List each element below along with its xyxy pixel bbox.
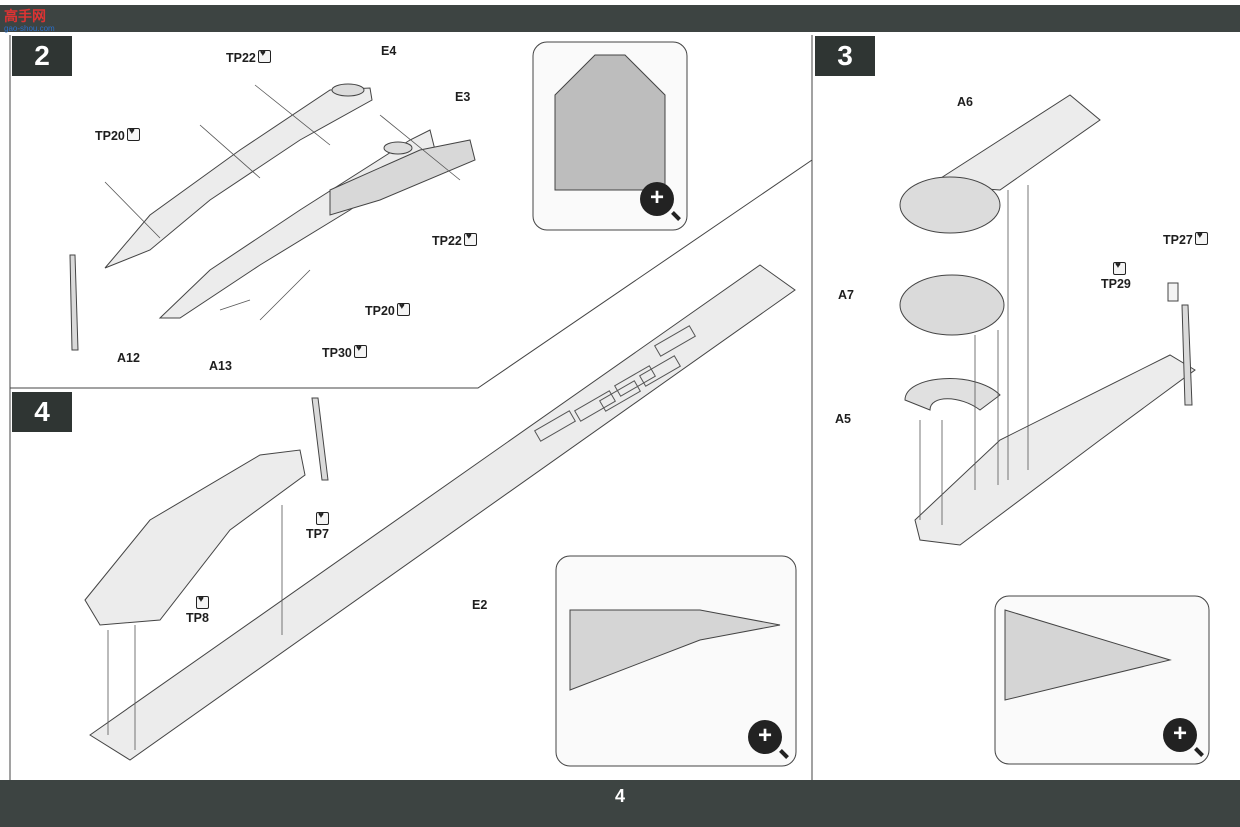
label-a6: A6 [957,95,973,109]
zoom4-part [569,609,781,691]
bottom-bar [0,780,1240,827]
step4-parts [84,264,796,761]
label-tp7: TP7 [306,510,329,541]
label-tp30: TP30 [322,343,367,360]
top-bar [0,5,1240,32]
zoom3-part [1004,609,1172,701]
label-a13: A13 [209,359,232,373]
label-tp29: TP29 [1101,260,1131,291]
label-e3: E3 [455,90,471,104]
label-a12: A12 [117,351,140,365]
decal-icon [463,231,477,246]
label-tp20-left: TP20 [95,126,140,143]
step3-guide-lines [919,185,1029,525]
label-a5: A5 [835,412,851,426]
label-tp22-top: TP22 [226,48,271,65]
decal-icon [196,594,209,609]
site-logo: 高手网 gao-shou.com [4,6,55,33]
decal-icon [1194,230,1208,245]
decal-icon [316,510,329,525]
step2-guide-lines [104,84,461,321]
decal-icon [396,301,410,316]
step3-parts [899,94,1196,546]
step-3-badge: 3 [815,36,875,76]
label-tp27: TP27 [1163,230,1208,247]
decal-icon [257,48,271,63]
zoom-icon-step3: + [1163,718,1197,752]
decal-icon [353,343,367,358]
label-e4: E4 [381,44,397,58]
label-tp22-right: TP22 [432,231,477,248]
step4-guide-lines [107,505,283,750]
zoom-icon-step2: + [640,182,674,216]
label-tp20-right: TP20 [365,301,410,318]
label-a7: A7 [838,288,854,302]
page-number: 4 [614,786,625,806]
zoom2-part [554,54,666,191]
logo-url: gao-shou.com [4,24,55,33]
label-e2: E2 [472,598,488,612]
step-4-badge: 4 [12,392,72,432]
decal-icon [126,126,140,141]
label-tp8: TP8 [186,594,209,625]
decal-icon [1113,260,1126,275]
logo-text: 高手网 [4,8,46,24]
zoom-icon-step4: + [748,720,782,754]
step-2-badge: 2 [12,36,72,76]
zoom-box-step4 [555,555,797,767]
step2-fuselage-parts [69,83,476,351]
